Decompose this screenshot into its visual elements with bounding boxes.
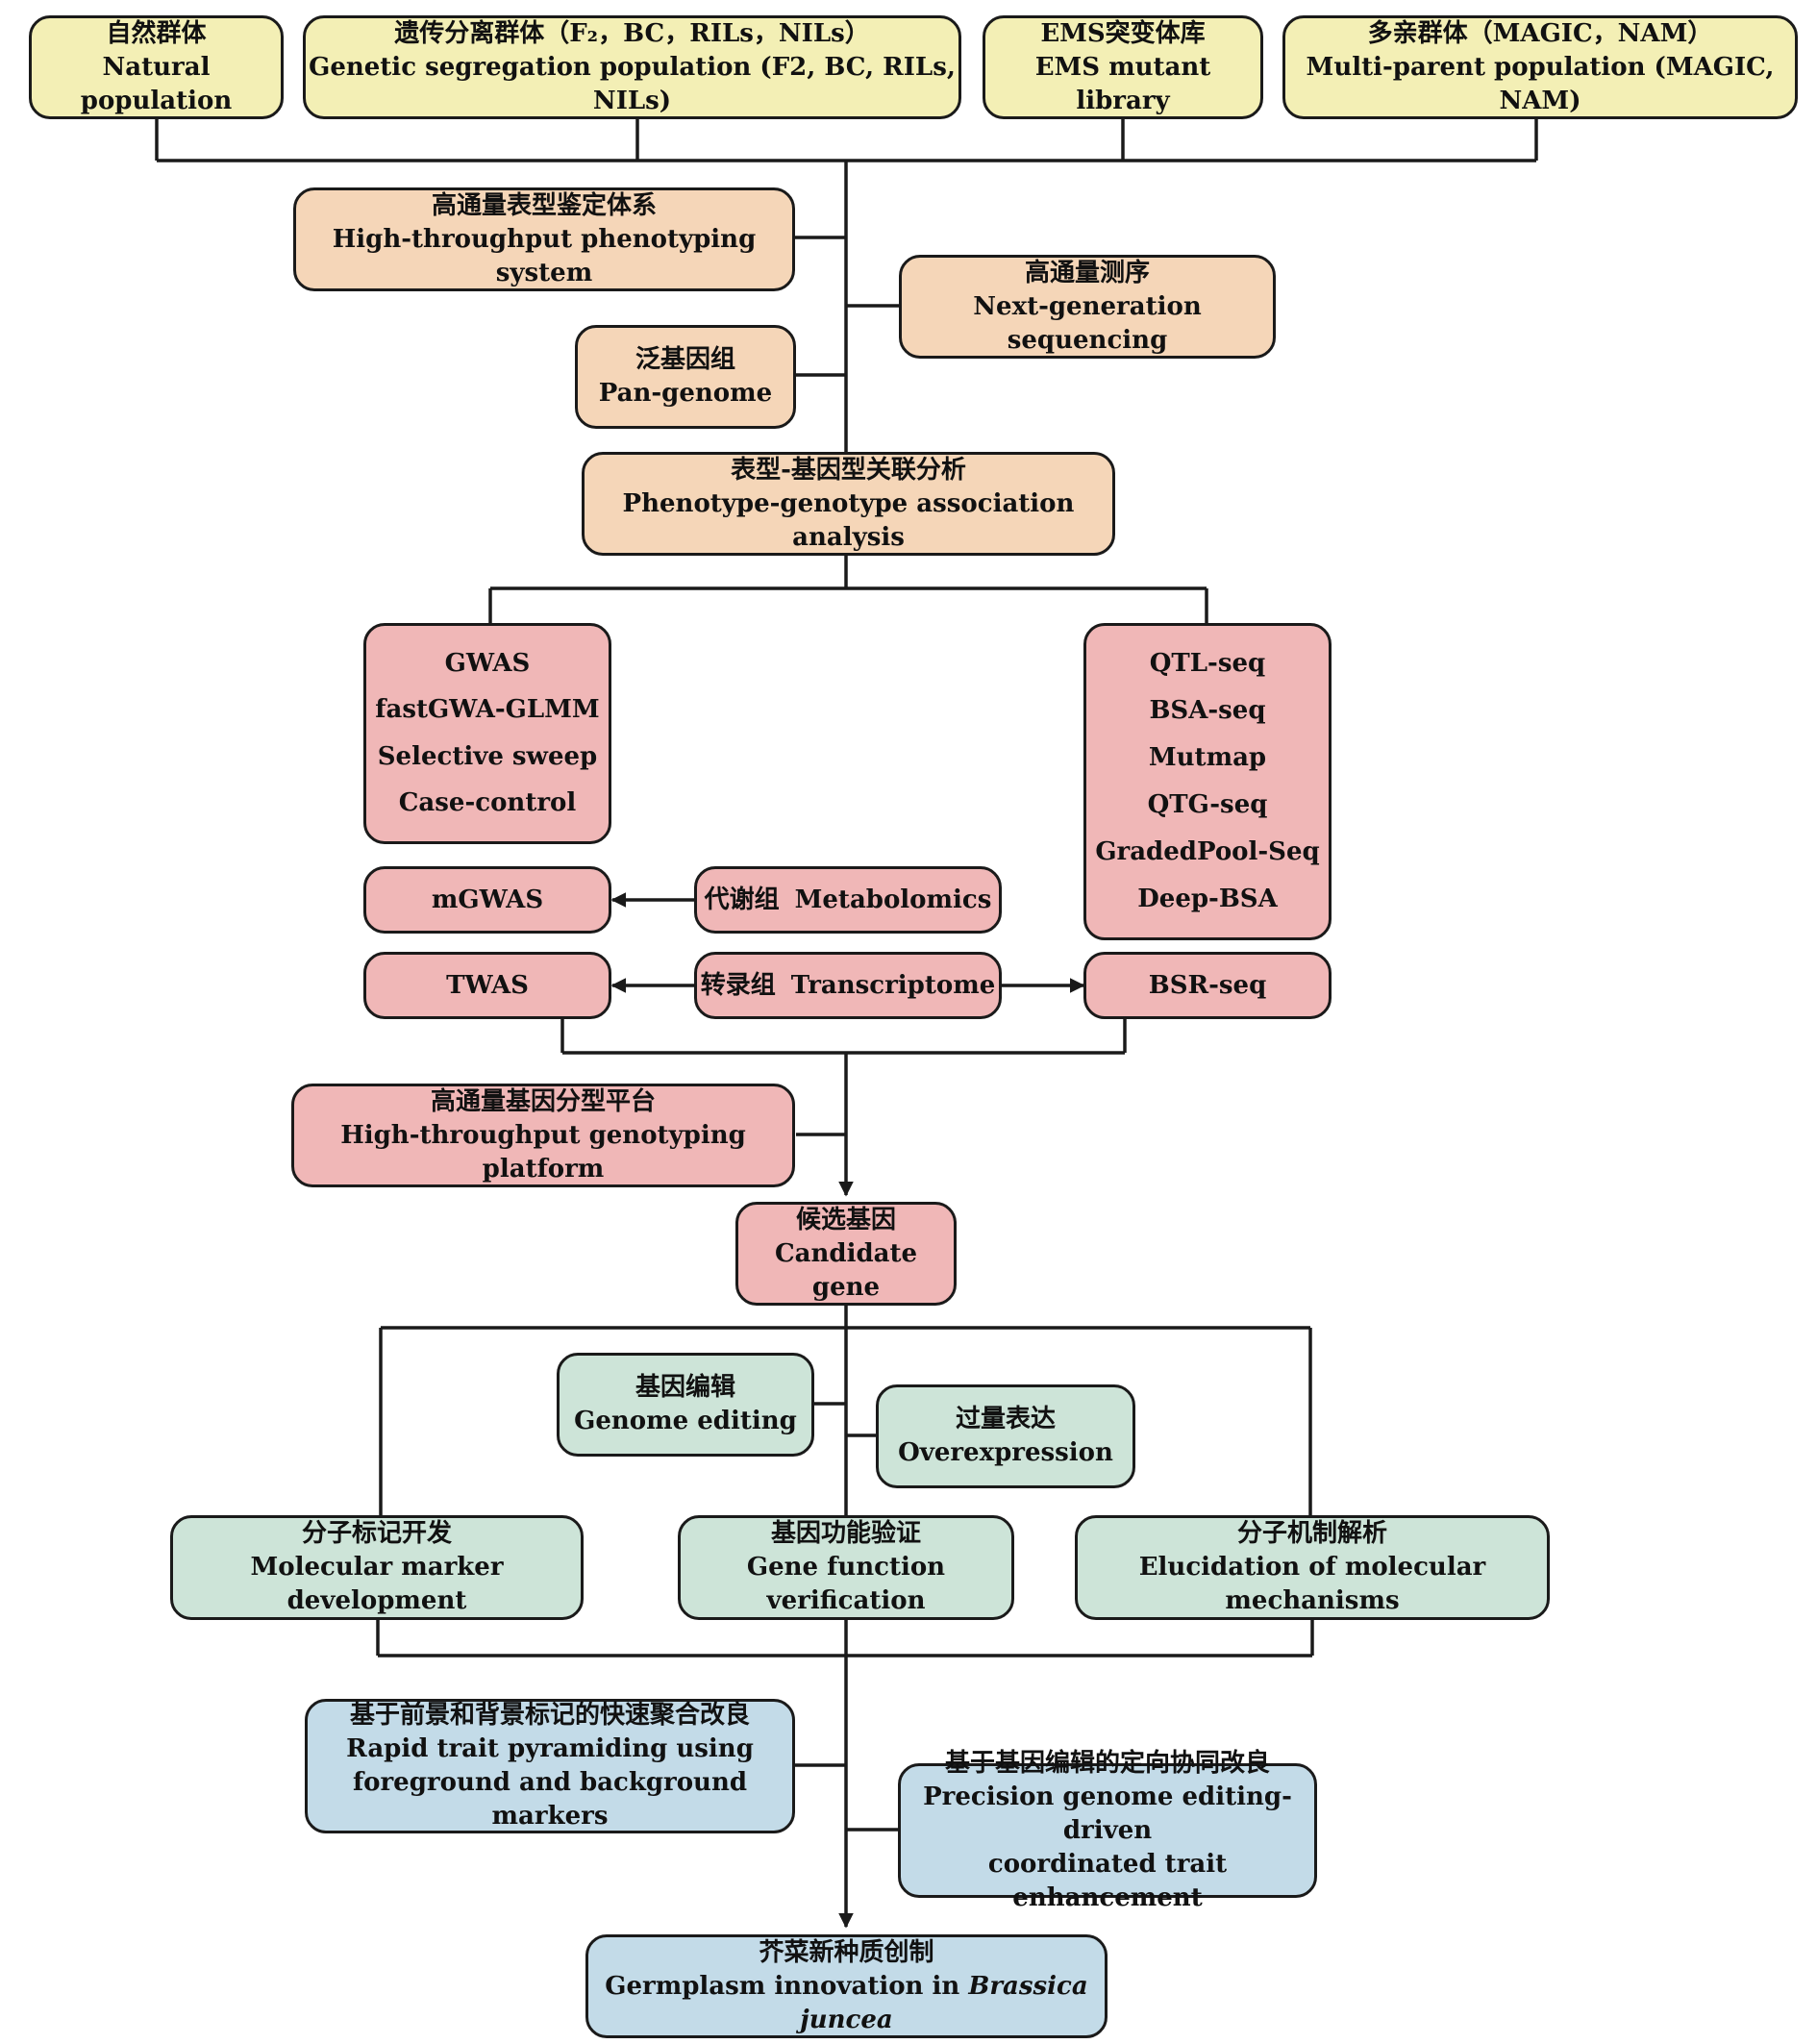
ems-library-box: EMS突变体库 EMS mutant library [983,15,1263,119]
germplasm-innovation-en: Germplasm innovation in Brassica juncea [588,1970,1105,2037]
association-analysis-en: Phenotype-genotype association analysis [622,488,1075,552]
association-analysis-zh: 表型-基因型关联分析 [731,455,966,485]
multiparent-population-box: 多亲群体（MAGIC，NAM） Multi-parent population … [1282,15,1798,119]
candidate-gene-box: 候选基因 Candidate gene [735,1202,957,1306]
bsa-methods-box: QTL-seq BSA-seq Mutmap QTG-seq GradedPoo… [1083,623,1332,940]
bsa-method-item: Mutmap [1148,743,1267,772]
phenotyping-system-zh: 高通量表型鉴定体系 [431,190,657,220]
species-name: Brassica juncea [800,1971,1088,2034]
genome-editing-box: 基因编辑 Genome editing [557,1353,814,1457]
sequencing-en: Next-generation sequencing [973,291,1202,355]
multiparent-population-en: Multi-parent population (MAGIC, NAM) [1306,52,1775,115]
precision-editing-en-line2: coordinated trait enhancement [987,1849,1228,1912]
precision-editing-box: 基于基因编辑的定向协同改良 Precision genome editing-d… [898,1749,1317,1912]
multiparent-population-zh: 多亲群体（MAGIC，NAM） [1367,18,1713,48]
molecular-mechanisms-zh: 分子机制解析 [1236,1519,1387,1548]
gwas-method-item: Case-control [398,788,577,818]
gwas-method-item: fastGWA-GLMM [375,695,600,725]
germplasm-innovation-en-prefix: Germplasm innovation in [605,1971,969,2001]
gwas-method-item: GWAS [444,648,531,678]
genome-editing-zh: 基因编辑 [635,1373,735,1402]
transcriptome-box: 转录组 Transcriptome [694,952,1002,1019]
twas-box: TWAS [363,952,611,1019]
precision-editing-en-line1: Precision genome editing-driven [923,1782,1292,1845]
natural-population-zh: 自然群体 [106,18,207,48]
marker-development-box: 分子标记开发 Molecular marker development [170,1515,584,1620]
trait-pyramiding-zh: 基于前景和背景标记的快速聚合改良 [349,1701,750,1730]
segregation-population-en: Genetic segregation population (F2, BC, … [309,52,956,115]
metabolomics-en: Metabolomics [794,885,992,914]
transcriptome-en: Transcriptome [790,970,996,1000]
genome-editing-en: Genome editing [574,1407,797,1435]
pan-genome-box: 泛基因组 Pan-genome [575,325,796,429]
bsa-method-item: QTG-seq [1147,790,1268,819]
twas-label: TWAS [446,970,529,1000]
natural-population-box: 自然群体 Natural population [29,15,284,119]
bsa-method-item: BSA-seq [1149,696,1266,725]
function-verification-en: Gene function verification [746,1553,946,1615]
genotyping-platform-box: 高通量基因分型平台 High-throughput genotyping pla… [291,1084,795,1187]
mgwas-box: mGWAS [363,866,611,934]
overexpression-en: Overexpression [898,1438,1113,1467]
marker-development-zh: 分子标记开发 [301,1519,452,1548]
molecular-mechanisms-box: 分子机制解析 Elucidation of molecular mechanis… [1075,1515,1550,1620]
molecular-mechanisms-en: Elucidation of molecular mechanisms [1138,1553,1486,1615]
germplasm-innovation-box: 芥菜新种质创制 Germplasm innovation in Brassica… [585,1934,1108,2038]
precision-editing-zh: 基于基因编辑的定向协同改良 [944,1748,1270,1778]
genotyping-platform-zh: 高通量基因分型平台 [430,1086,656,1116]
segregation-population-zh: 遗传分离群体（F₂，BC，RILs，NILs） [394,18,870,48]
mgwas-label: mGWAS [431,885,544,914]
phenotyping-system-box: 高通量表型鉴定体系 High-throughput phenotyping sy… [293,187,795,291]
trait-pyramiding-box: 基于前景和背景标记的快速聚合改良 Rapid trait pyramiding … [305,1699,795,1833]
natural-population-en: Natural population [80,52,233,115]
function-verification-zh: 基因功能验证 [770,1519,921,1548]
candidate-gene-en: Candidate gene [774,1238,918,1302]
pan-genome-en: Pan-genome [598,379,773,408]
association-analysis-box: 表型-基因型关联分析 Phenotype-genotype associatio… [582,452,1115,556]
phenotyping-system-en: High-throughput phenotyping system [332,224,757,287]
trait-pyramiding-en-line2: foreground and background markers [352,1768,748,1831]
bsr-seq-box: BSR-seq [1083,952,1332,1019]
bsa-method-item: Deep-BSA [1137,885,1278,913]
sequencing-box: 高通量测序 Next-generation sequencing [899,255,1276,359]
bsr-seq-label: BSR-seq [1148,970,1267,1000]
metabolomics-zh: 代谢组 [704,885,780,914]
gwas-methods-box: GWAS fastGWA-GLMM Selective sweep Case-c… [363,623,611,844]
pan-genome-zh: 泛基因组 [635,345,735,374]
ems-library-en: EMS mutant library [1034,52,1211,115]
gwas-method-item: Selective sweep [377,741,598,771]
transcriptome-zh: 转录组 [700,970,776,1000]
genotyping-platform-en: High-throughput genotyping platform [340,1120,746,1184]
germplasm-innovation-zh: 芥菜新种质创制 [759,1937,934,1967]
overexpression-box: 过量表达 Overexpression [876,1384,1135,1488]
bsa-method-item: GradedPool-Seq [1095,837,1320,866]
overexpression-zh: 过量表达 [955,1405,1056,1433]
candidate-gene-zh: 候选基因 [795,1205,896,1234]
function-verification-box: 基因功能验证 Gene function verification [678,1515,1014,1620]
metabolomics-box: 代谢组 Metabolomics [694,866,1002,934]
trait-pyramiding-en-line1: Rapid trait pyramiding using [346,1734,754,1763]
sequencing-zh: 高通量测序 [1024,258,1150,287]
marker-development-en: Molecular marker development [250,1553,504,1615]
segregation-population-box: 遗传分离群体（F₂，BC，RILs，NILs） Genetic segregat… [303,15,961,119]
ems-library-zh: EMS突变体库 [1040,18,1206,48]
bsa-method-item: QTL-seq [1149,649,1266,678]
